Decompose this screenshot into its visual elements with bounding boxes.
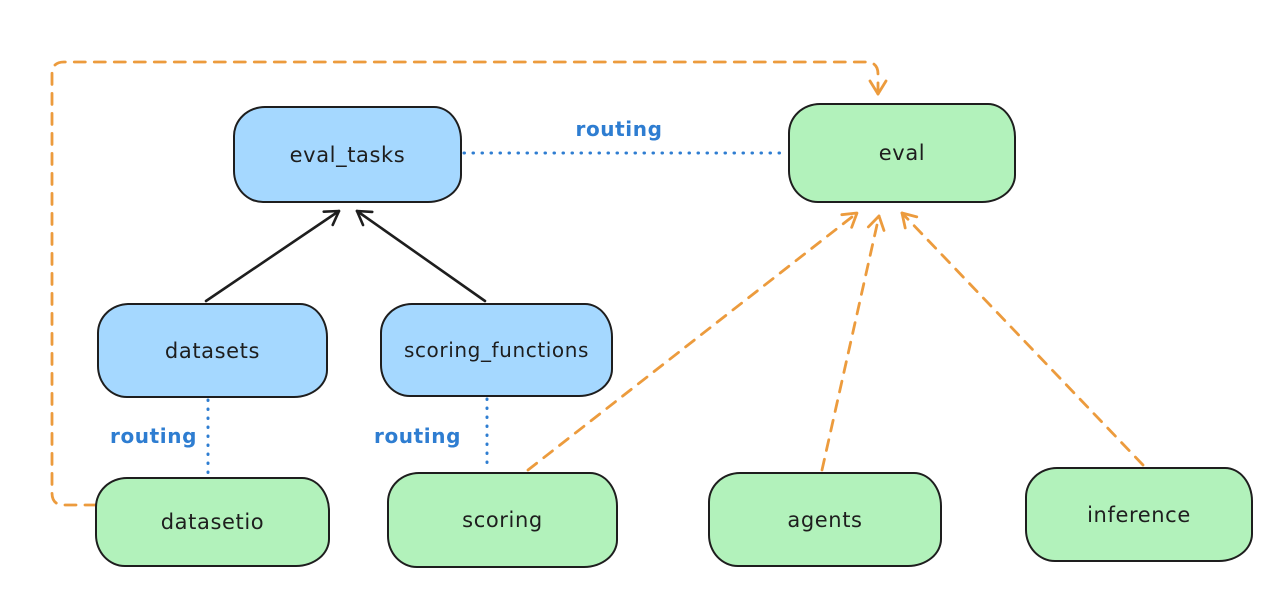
node-eval: eval (788, 103, 1016, 203)
node-inference-label: inference (1087, 502, 1191, 527)
node-datasets: datasets (97, 303, 328, 398)
node-scoring: scoring (387, 472, 618, 568)
edge-inference-to-eval (900, 211, 1145, 467)
edge-label-routing-scoring-functions-scoring: routing (374, 424, 462, 448)
edge-label-routing-eval-tasks-eval: routing (575, 117, 663, 141)
node-scoring-functions: scoring_functions (380, 303, 613, 397)
node-datasetio: datasetio (95, 477, 330, 567)
edge-datasets-to-eval-tasks (204, 209, 341, 303)
node-agents: agents (708, 472, 942, 567)
edge-agents-to-eval (820, 214, 886, 472)
node-scoring-functions-label: scoring_functions (403, 338, 590, 362)
node-agents-label: agents (787, 507, 863, 532)
edge-label-routing-datasets-datasetio: routing (110, 424, 198, 448)
edge-scoring-to-eval (526, 211, 859, 472)
node-eval-label: eval (878, 141, 926, 165)
node-datasetio-label: datasetio (160, 510, 265, 534)
node-datasets-label: datasets (164, 338, 261, 363)
edge-scoring-functions-to-eval-tasks (355, 209, 487, 303)
edge-datasetio-to-eval-loop (50, 60, 888, 507)
node-inference: inference (1025, 467, 1253, 562)
node-eval-tasks: eval_tasks (233, 106, 462, 203)
node-eval-tasks-label: eval_tasks (289, 142, 406, 167)
node-scoring-label: scoring (462, 508, 543, 532)
